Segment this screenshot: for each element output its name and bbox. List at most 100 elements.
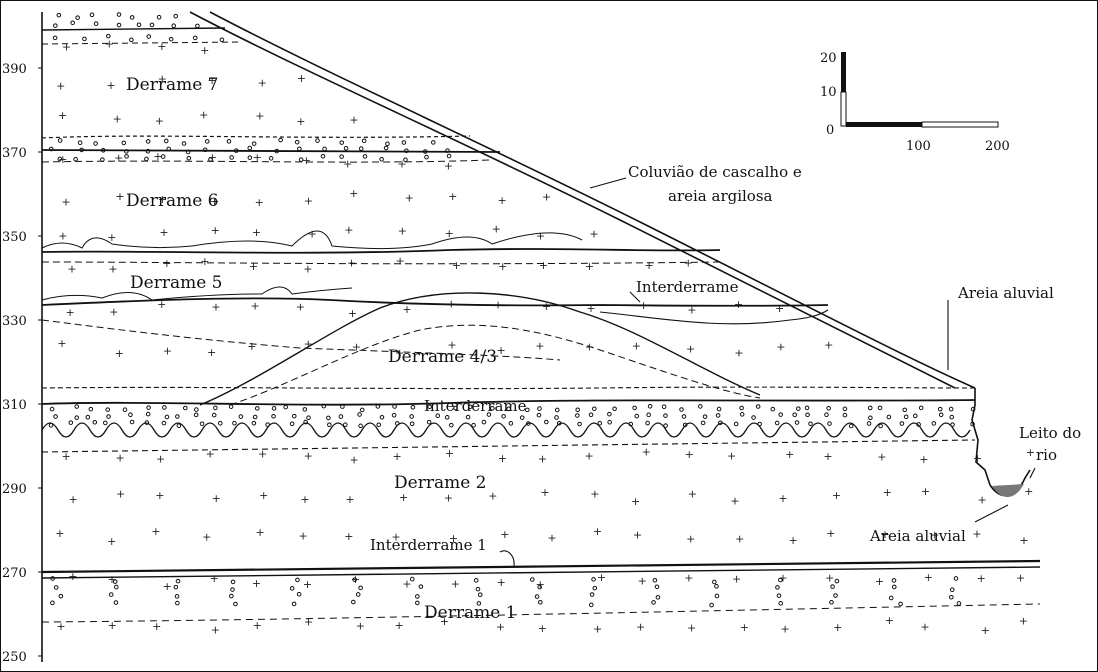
label-areia-aluvial-bottom: Areia aluvial [869,527,966,545]
scale-horizontal-light [921,121,999,128]
plus-symbol: + [977,572,986,585]
plus-symbol: + [395,255,404,268]
plus-symbol: + [106,79,115,92]
vesicle-dot [162,405,167,410]
vesicle-dot [315,138,320,143]
plus-symbol: + [343,158,352,171]
vesicle-dot [192,35,198,41]
label-interderrame-mid: Interderrame [424,397,527,415]
vesicle-dot [471,422,476,428]
plus-symbol: + [107,573,116,586]
vesicle-dot [174,594,180,599]
vesicle-dot [291,413,297,419]
plus-symbol: + [155,115,164,128]
vesicle-dot [229,155,234,160]
vesicle-dot [501,414,506,419]
vesicle-dot [50,600,55,606]
vesicle-dot [144,156,149,162]
vesicle-dot [681,414,687,419]
plus-symbol: + [397,157,406,170]
plus-symbol: + [921,485,930,498]
plus-symbol: + [631,495,640,508]
vesicle-dot [679,407,684,412]
vesicle-dot [392,404,397,409]
plus-symbol: + [734,346,743,359]
vesicle-dot [477,592,483,598]
vesicle-dot [868,415,873,421]
plus-symbol: + [304,338,313,351]
plus-symbol: + [303,263,312,276]
plus-symbol: + [885,614,894,627]
vesicle-dot [359,407,365,413]
vesicle-dot [891,578,897,583]
plus-symbol: + [632,340,641,353]
plus-symbol: + [825,572,834,585]
vesicle-dot [271,413,276,419]
vesicle-dot [475,586,481,592]
vesicle-dot [278,137,283,143]
vesicle-dot [937,406,943,412]
plus-symbol: + [247,340,256,353]
plus-symbol: + [444,491,453,504]
plus-symbol: + [973,452,982,465]
vesicle-dot [778,412,783,417]
mid-interderrame-top [41,386,976,390]
plus-symbol: + [57,337,66,350]
vesicle-dot [575,413,580,418]
plus-symbol: + [304,194,313,207]
vesicle-dot [106,33,111,39]
plus-symbol: + [304,449,313,462]
vesicle-dot [49,406,55,412]
vesicle-dot [199,421,205,427]
vesicle-dot [156,14,162,20]
plus-symbol: + [304,615,313,628]
vesicle-dot [661,404,667,410]
plus-symbol: + [584,450,593,463]
plus-symbol: + [444,159,453,172]
vesicle-dot [912,413,918,419]
vesicle-dot [751,415,756,420]
vesicle-dot [435,413,441,418]
plus-symbol: + [776,341,785,354]
vesicle-dot [385,141,390,147]
vesicle-dot [175,600,180,606]
vesicle-dot [597,420,603,426]
vesicle-dot [833,593,838,598]
plus-symbol: + [1016,572,1025,585]
plus-symbol: + [66,306,75,319]
plus-symbol: + [356,619,365,632]
vesicle-dot [634,413,640,419]
vesicle-dot [410,404,416,410]
plus-symbol: + [152,620,161,633]
plus-symbol: + [115,347,124,360]
vesicle-dot [424,154,429,160]
scale-bar: 20 10 0 100 200 [820,51,1010,154]
vesicle-dot [302,407,308,412]
derrame-5-dashed [41,261,721,265]
plus-symbol: + [211,300,220,313]
vesicle-dot [74,415,80,420]
axis-label-390: 390 [2,62,27,77]
vesicle-dot [161,420,167,426]
vesicle-dot [105,407,111,412]
vesicle-dot [902,407,908,413]
plus-symbol: + [686,533,695,546]
plus-symbol: + [402,578,411,591]
vesicle-dot [251,141,257,146]
vesicle-dot [804,405,810,411]
plus-symbol: + [159,226,168,239]
plus-symbol: + [497,344,506,357]
label-interderrame-upper: Interderrame [636,278,739,296]
vesicle-dot [322,146,327,152]
vesicle-dot [715,413,721,418]
vesicle-dot [467,404,473,410]
vesicle-dot [409,414,414,419]
vesicle-dot [327,422,332,428]
derrame-7-base [41,135,471,139]
plus-symbol: + [252,577,261,590]
plus-symbol: + [405,192,414,205]
vesicle-dot [289,586,295,591]
axis-label-330: 330 [2,314,27,329]
vesicle-dot [794,420,800,425]
vesicle-dot [193,412,199,418]
